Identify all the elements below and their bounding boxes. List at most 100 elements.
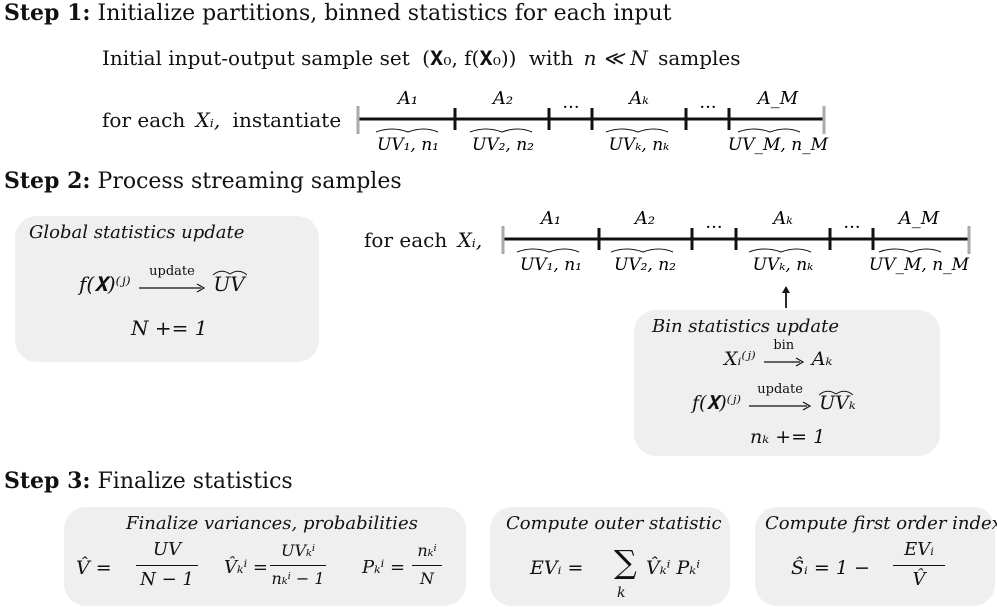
bin-bottom-label: UVₖ, nₖ bbox=[753, 255, 814, 275]
step2-foreach-line: for each Xᵢ, bbox=[364, 228, 482, 252]
arrow-label: update bbox=[149, 263, 195, 279]
bin-eq2-left: f(𝐗)⁽ʲ⁾ bbox=[692, 392, 742, 414]
bin-box-title: Bin statistics update bbox=[652, 316, 840, 337]
bin-eq2-right: UVₖ bbox=[819, 390, 856, 414]
vk-hat-num: UVₖⁱ bbox=[280, 541, 316, 560]
pk-lhs: Pₖⁱ = bbox=[362, 557, 406, 578]
bin-bottom-label: UV₁, n₁ bbox=[520, 255, 582, 275]
sum-index: k bbox=[617, 585, 626, 601]
v-hat-den: N − 1 bbox=[140, 569, 194, 590]
step2-heading: Step 2: Process streaming samples bbox=[4, 168, 402, 194]
foreach-prefix: for each bbox=[102, 108, 186, 132]
bin-arrow: bin bbox=[762, 338, 806, 370]
right-arrow-icon bbox=[763, 357, 804, 367]
step3-label: Step 3: bbox=[4, 468, 91, 494]
bin-bottom-label: UV₂, n₂ bbox=[472, 135, 534, 155]
sample-line-condition: n ≪ N bbox=[583, 46, 648, 70]
sample-line-suffix: samples bbox=[658, 46, 741, 70]
bin-eq1-right: Aₖ bbox=[811, 348, 833, 370]
right-arrow-icon bbox=[749, 401, 812, 411]
global-eq-right: UV bbox=[213, 270, 248, 296]
widehat-mark bbox=[605, 128, 669, 133]
bin-eq-update: f(𝐗)⁽ʲ⁾ update UVₖ bbox=[692, 382, 856, 414]
step2-text: Process streaming samples bbox=[97, 169, 402, 194]
step2-foreach-prefix: for each bbox=[364, 228, 448, 252]
global-eq-count: N += 1 bbox=[131, 316, 208, 340]
first-num: EVᵢ bbox=[904, 539, 934, 560]
outer-rhs: V̂ₖⁱ Pₖⁱ bbox=[646, 557, 701, 579]
bin-bottom-label: UV_M, n_M bbox=[869, 255, 970, 275]
step1-label: Step 1: bbox=[4, 0, 91, 26]
first-lhs: Ŝᵢ = 1 − bbox=[791, 557, 870, 579]
v-hat-lhs: V̂ = bbox=[76, 557, 112, 579]
bin-eq-count: nₖ += 1 bbox=[750, 426, 826, 448]
bin-top-label: A₂ bbox=[633, 208, 655, 229]
step1-foreach-line: for each Xᵢ, instantiate bbox=[102, 108, 341, 132]
bin-top-label: A₁ bbox=[396, 88, 418, 109]
v-hat-num: UV bbox=[152, 539, 182, 560]
global-eq-update: f(𝐗)⁽ʲ⁾ update UV bbox=[79, 264, 248, 296]
sample-line-with: with bbox=[528, 46, 574, 70]
bin-eq-bin: Xᵢ⁽ʲ⁾ bin Aₖ bbox=[724, 338, 833, 370]
foreach-var: Xᵢ, bbox=[195, 108, 221, 132]
pk-num: nₖⁱ bbox=[417, 541, 437, 560]
widehat-mark bbox=[469, 128, 533, 133]
vk-hat-lhs: V̂ₖⁱ = bbox=[224, 557, 268, 578]
sample-line-math: (𝐗₀, f(𝐗₀)) bbox=[422, 46, 517, 70]
first-order-box: Compute first order index Ŝᵢ = 1 − EVᵢ V… bbox=[755, 507, 997, 606]
step3-text: Finalize statistics bbox=[97, 469, 293, 494]
bin-top-label: A₁ bbox=[539, 208, 561, 229]
bin-top-label: ··· bbox=[843, 217, 860, 238]
bin-top-label: Aₖ bbox=[771, 208, 793, 229]
foreach-suffix: instantiate bbox=[232, 108, 342, 132]
widehat-mark bbox=[610, 248, 674, 253]
fraction-bar bbox=[412, 565, 442, 566]
fraction-bar bbox=[893, 565, 945, 566]
bin-top-label: A_M bbox=[756, 88, 799, 109]
bin-bottom-label: UV_M, n_M bbox=[728, 135, 829, 155]
update-arrow: update bbox=[137, 264, 207, 296]
widehat-mark bbox=[748, 248, 812, 253]
widehat-mark bbox=[878, 248, 942, 253]
outer-statistic-box: Compute outer statistic EVᵢ = ∑ k V̂ₖⁱ P… bbox=[490, 507, 730, 606]
first-box-title: Compute first order index bbox=[765, 513, 997, 534]
first-den: V̂ bbox=[912, 569, 926, 590]
update-arrow: update bbox=[747, 382, 813, 414]
bin-statistics-box: Bin statistics update Xᵢ⁽ʲ⁾ bin Aₖ f(𝐗)⁽… bbox=[634, 310, 940, 456]
sum-symbol: ∑ bbox=[614, 543, 637, 581]
bin-bottom-label: UV₁, n₁ bbox=[377, 135, 439, 155]
vk-hat-den: nₖⁱ − 1 bbox=[271, 569, 325, 588]
arrow-label: update bbox=[757, 382, 803, 397]
bin-top-label: ··· bbox=[699, 97, 716, 118]
right-arrow-icon bbox=[138, 282, 206, 293]
step2-partition-bar: A₁ A₂ ··· Aₖ ··· A_M UV₁, n₁ UV₂, n₂ UVₖ… bbox=[501, 208, 971, 275]
sample-line-prefix: Initial input-output sample set bbox=[102, 46, 410, 70]
bin-top-label: ··· bbox=[562, 97, 579, 118]
step1-text: Initialize partitions, binned statistics… bbox=[97, 1, 672, 26]
bin-top-label: A_M bbox=[897, 208, 940, 229]
widehat-mark bbox=[375, 128, 439, 133]
widehat-mark bbox=[516, 248, 580, 253]
up-arrow-icon bbox=[782, 286, 790, 308]
global-eq-left: f(𝐗)⁽ʲ⁾ bbox=[79, 272, 131, 296]
pk-den: N bbox=[420, 569, 434, 588]
bin-top-label: ··· bbox=[705, 217, 722, 238]
global-statistics-box: Global statistics update f(𝐗)⁽ʲ⁾ update … bbox=[15, 216, 319, 362]
step1-sample-line: Initial input-output sample set (𝐗₀, f(𝐗… bbox=[102, 46, 741, 70]
bin-top-label: A₂ bbox=[491, 88, 513, 109]
step3-heading: Step 3: Finalize statistics bbox=[4, 468, 293, 494]
widehat-mark bbox=[213, 270, 248, 276]
arrow-label: bin bbox=[773, 338, 795, 353]
bin-bottom-label: UV₂, n₂ bbox=[614, 255, 676, 275]
bin-eq1-left: Xᵢ⁽ʲ⁾ bbox=[724, 348, 756, 370]
outer-box-title: Compute outer statistic bbox=[506, 513, 722, 534]
step1-heading: Step 1: Initialize partitions, binned st… bbox=[4, 0, 672, 26]
fraction-bar bbox=[136, 565, 198, 566]
finalize-box: Finalize variances, probabilities V̂ = U… bbox=[64, 507, 466, 606]
step2-foreach-var: Xᵢ, bbox=[457, 228, 483, 252]
step2-label: Step 2: bbox=[4, 168, 91, 194]
bin-top-label: Aₖ bbox=[627, 88, 649, 109]
step1-partition-bar: A₁ A₂ ··· Aₖ ··· A_M UV₁, n₁ UV₂, n₂ UVₖ… bbox=[356, 88, 829, 155]
finalize-box-title: Finalize variances, probabilities bbox=[126, 513, 418, 534]
bin-bottom-label: UVₖ, nₖ bbox=[609, 135, 670, 155]
